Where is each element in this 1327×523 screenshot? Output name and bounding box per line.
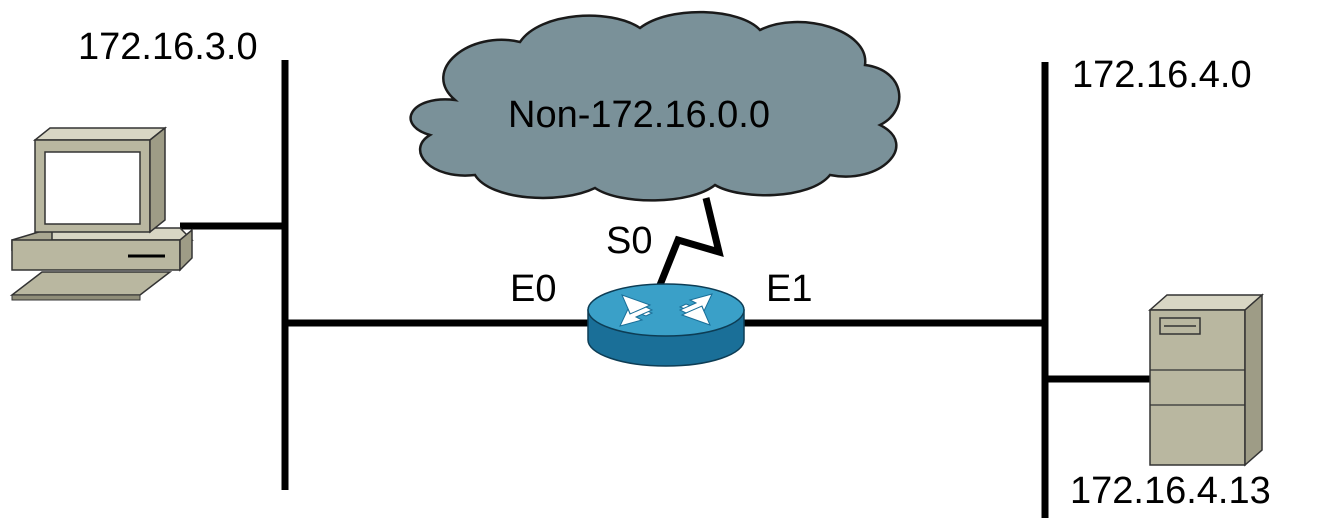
cloud-label: Non-172.16.0.0 <box>508 94 770 136</box>
left-network-label: 172.16.3.0 <box>78 26 258 68</box>
router-e1-label: E1 <box>766 268 813 310</box>
router-icon <box>587 283 745 367</box>
serial-link <box>656 197 724 287</box>
router-serial-label: S0 <box>606 220 653 262</box>
server-icon <box>1148 293 1264 467</box>
right-network-label: 172.16.4.0 <box>1072 54 1252 96</box>
computer-icon <box>9 126 194 301</box>
cloud-icon <box>409 10 901 202</box>
server-address-label: 172.16.4.13 <box>1070 470 1271 512</box>
router-e0-label: E0 <box>510 268 557 310</box>
